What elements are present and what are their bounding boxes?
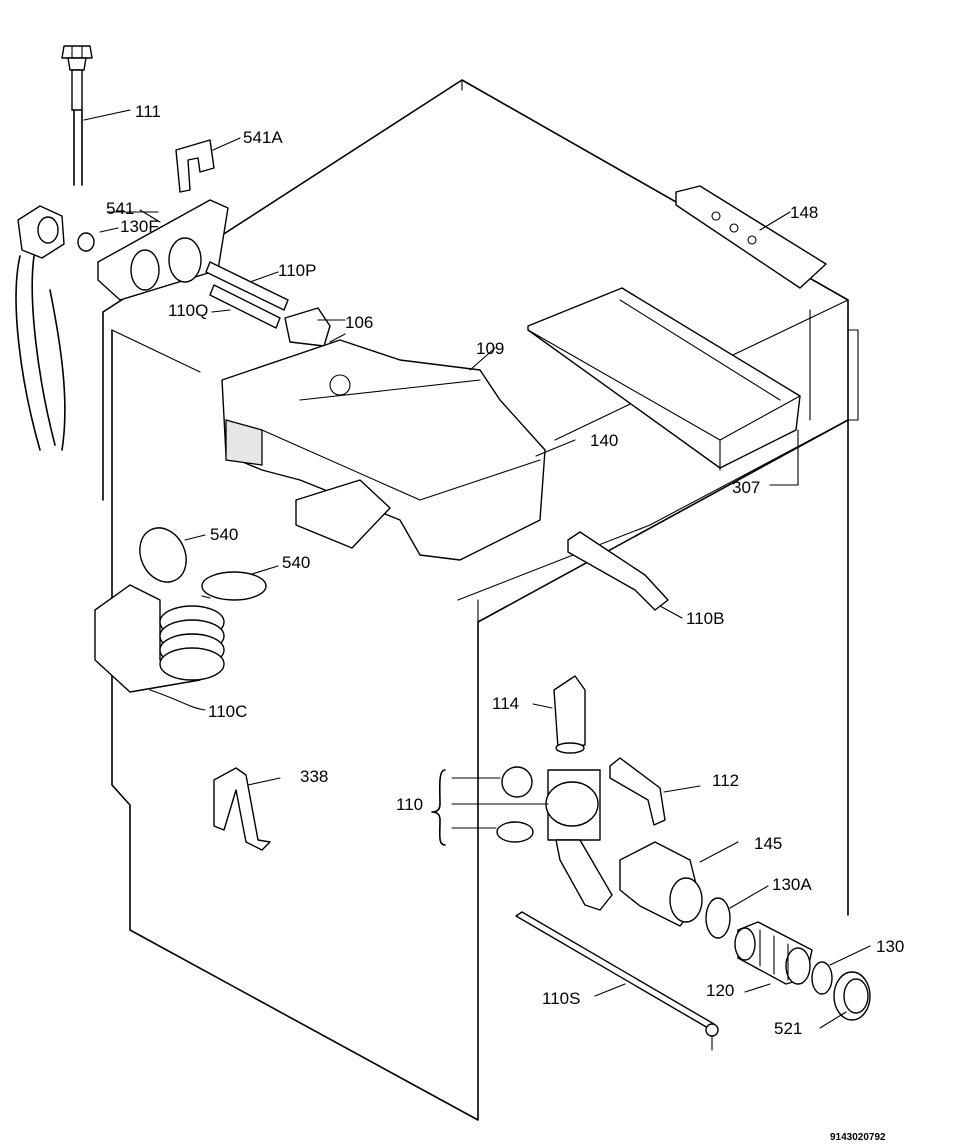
bracket-110-leaders <box>431 769 549 846</box>
clamp-540-upper-part <box>139 527 206 583</box>
lid-148-part <box>675 185 827 289</box>
tube-110q-part <box>209 284 281 329</box>
rod-110s-part <box>515 911 719 1051</box>
label-130f: 130F <box>120 217 159 236</box>
label-540-lower: 540 <box>282 553 310 572</box>
label-114: 114 <box>492 694 519 713</box>
hose-112-part <box>609 757 701 826</box>
label-111: 111 <box>135 102 161 121</box>
label-110q: 110Q <box>168 301 208 320</box>
sump-housing-part <box>545 769 613 911</box>
hook-338-part <box>213 767 281 851</box>
inlet-hose-part <box>61 45 131 186</box>
cabinet-outline <box>102 79 859 1121</box>
part-labels: 111 541A 541 130F 110P 110Q 106 109 148 … <box>106 102 904 1143</box>
pump-145-part <box>619 841 739 927</box>
label-541: 541 <box>106 199 134 218</box>
label-521: 521 <box>774 1019 802 1038</box>
sump-bellows-110c-part <box>94 584 225 711</box>
o-ring-part <box>496 821 534 843</box>
label-109: 109 <box>476 339 504 358</box>
label-112: 112 <box>712 771 739 790</box>
tube-110p-part <box>205 261 289 311</box>
drawing-number: 9143020792 <box>830 1132 886 1143</box>
pipe-114-part <box>532 675 586 754</box>
leader-lines <box>99 211 576 599</box>
label-145: 145 <box>754 834 782 853</box>
filter-120-part <box>734 921 813 993</box>
hose-110b-part <box>567 531 683 619</box>
o-ring-130a-part <box>705 885 769 939</box>
dispenser-housing-109-part <box>221 339 546 561</box>
inlet-elbow-part <box>15 205 95 451</box>
label-110: 110 <box>396 795 423 814</box>
label-106: 106 <box>345 313 373 332</box>
valve-106-part <box>284 307 346 347</box>
cap-521-part <box>819 971 871 1029</box>
label-130a: 130A <box>772 875 812 894</box>
label-130: 130 <box>876 937 904 956</box>
label-307: 307 <box>732 478 760 497</box>
label-110c: 110C <box>208 702 247 721</box>
clamp-540-lower-part <box>201 565 279 601</box>
label-540-upper: 540 <box>210 525 238 544</box>
detergent-drawer-307-part <box>527 287 801 486</box>
clip-541a-part <box>175 137 241 193</box>
label-110s: 110S <box>542 989 580 1008</box>
label-110b: 110B <box>686 609 724 628</box>
bracket-541-part <box>97 199 229 301</box>
label-541a: 541A <box>243 128 283 147</box>
label-110p: 110P <box>278 261 316 280</box>
label-148: 148 <box>790 203 818 222</box>
valve-ball-part <box>501 766 533 798</box>
label-120: 120 <box>706 981 734 1000</box>
label-140: 140 <box>590 431 618 450</box>
label-338: 338 <box>300 767 328 786</box>
o-ring-130-part <box>811 945 871 995</box>
